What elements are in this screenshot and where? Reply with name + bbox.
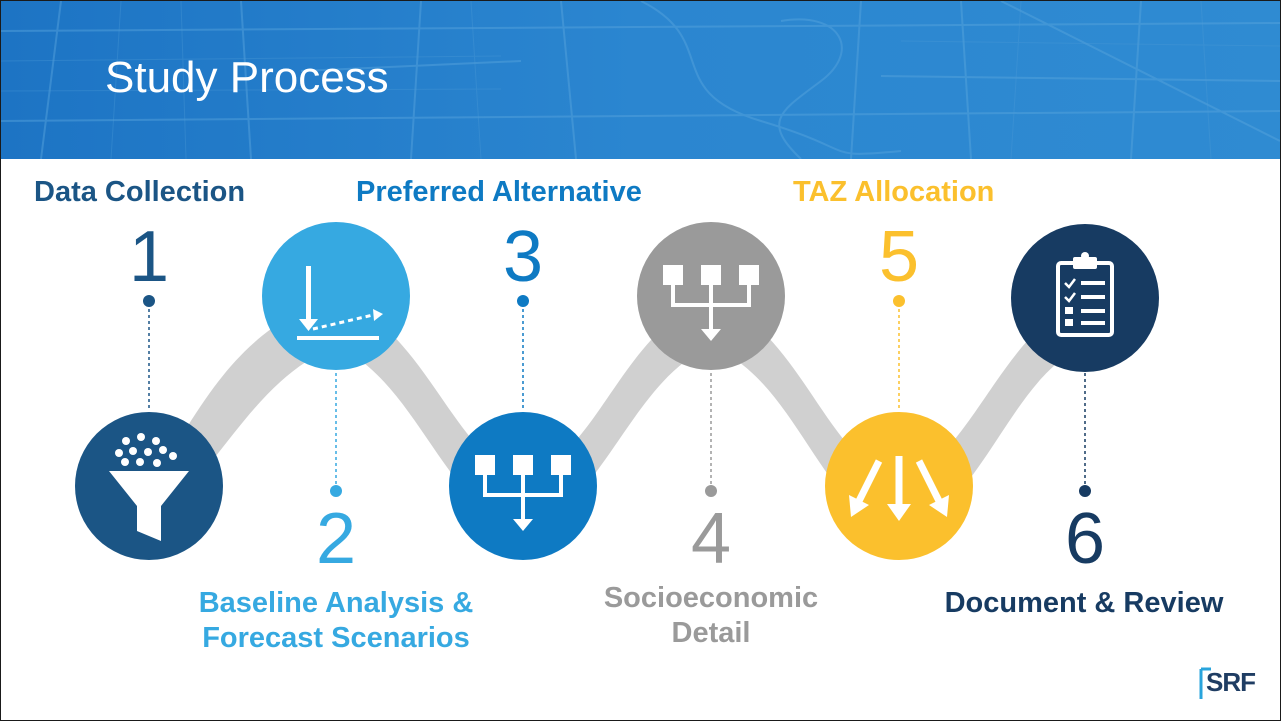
clipboard-checklist-icon: [1056, 252, 1114, 337]
converge-boxes-icon: [475, 455, 571, 531]
step-2-number: 2: [315, 499, 357, 579]
leader-dot-4: [705, 485, 717, 497]
step-2-circle: [262, 222, 410, 370]
step-4-title-line-1: Socioeconomic: [603, 582, 819, 614]
converge-boxes-icon: [663, 265, 759, 341]
step-3-title: Preferred Alternative: [356, 176, 642, 208]
step-5-title: TAZ Allocation: [793, 176, 995, 208]
srf-logo: [1199, 667, 1211, 699]
map-background: [1, 1, 1280, 159]
step-4-title: Socioeconomic Detail: [576, 581, 846, 651]
srf-logo-text: SRF: [1206, 667, 1256, 697]
page-title: Study Process: [105, 53, 389, 102]
step-2-title-line-1: Baseline Analysis &: [198, 587, 474, 619]
step-3-circle: [449, 412, 597, 560]
step-2-title: Baseline Analysis & Forecast Scenarios: [171, 586, 501, 656]
step-1-number: 1: [128, 217, 170, 297]
step-6-number: 6: [1064, 499, 1106, 579]
leader-dot-6: [1079, 485, 1091, 497]
step-4-title-line-2: Detail: [671, 616, 751, 649]
step-6-title: Document & Review: [944, 587, 1224, 619]
leader-dot-2: [330, 485, 342, 497]
step-4-circle: [637, 222, 785, 370]
step-1-title: Data Collection: [34, 176, 246, 208]
step-6-circle: [1011, 224, 1159, 372]
funnel-icon: [109, 433, 189, 541]
diverge-arrows-icon: [849, 456, 949, 521]
step-5-number: 5: [878, 217, 920, 297]
leader-dot-1: [143, 295, 155, 307]
leader-dot-5: [893, 295, 905, 307]
step-3-number: 3: [502, 217, 544, 297]
trend-chart-icon: [297, 266, 383, 340]
step-5-circle: [825, 412, 973, 560]
step-4-number: 4: [690, 499, 732, 579]
step-1-circle: [75, 412, 223, 560]
step-2-title-line-2: Forecast Scenarios: [202, 621, 470, 654]
leader-dot-3: [517, 295, 529, 307]
header-banner: Study Process: [1, 1, 1280, 159]
